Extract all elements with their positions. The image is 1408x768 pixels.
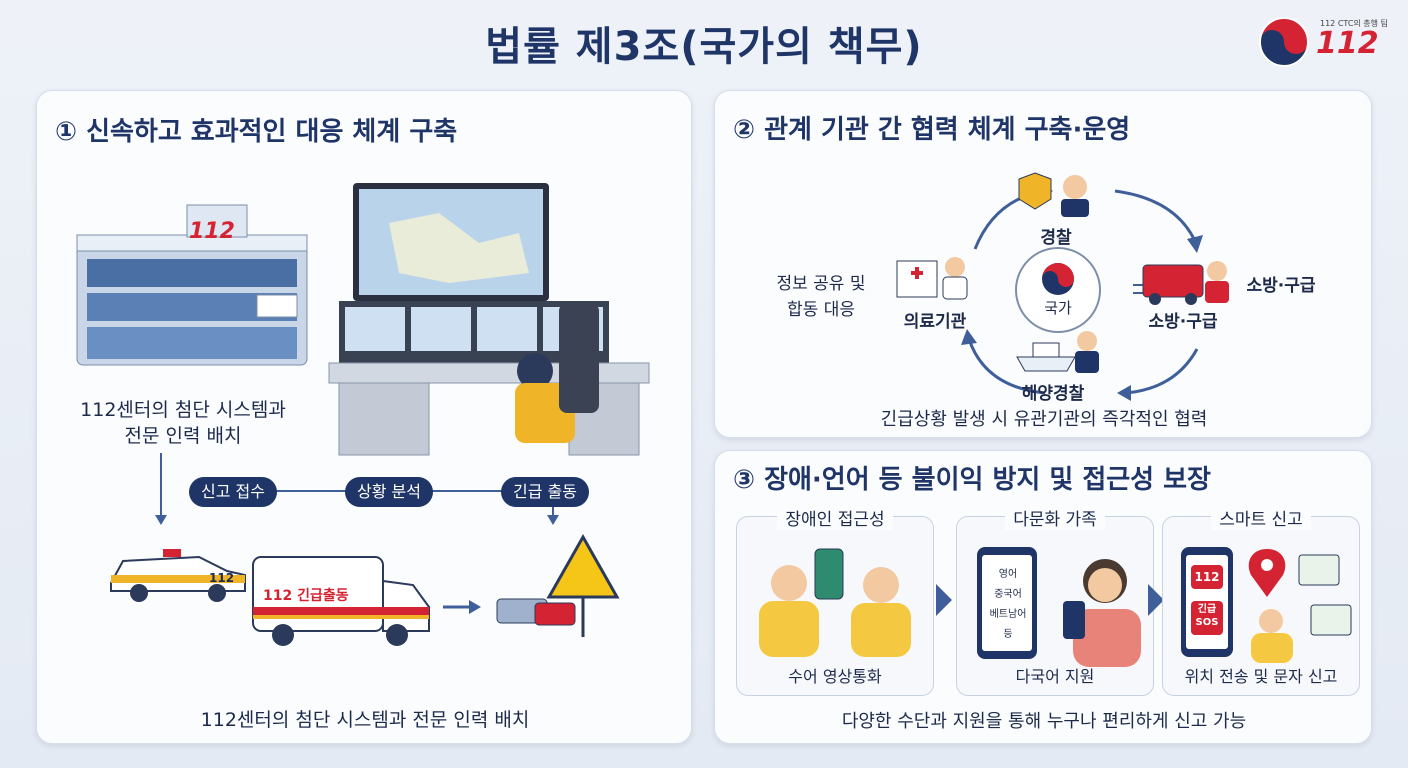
step-situation-analysis: 상황 분석 [345,477,433,507]
taegeuk-emblem-icon [1259,17,1309,67]
panel-agency-cooperation: ② 관계 기관 간 협력 체계 구축·운영 국가 경찰 소방·구급 소방·구급 [714,90,1372,438]
sign-language-video-call-icon [759,548,911,657]
card-multicultural-family: 다문화 가족 영어 중국어 베트남어 등 다국어 지원 [956,510,1154,696]
panel2-bottom-caption: 긴급상황 발생 시 유관기관의 즉각적인 협력 [880,409,1208,430]
node-fire-label: 소방·구급 [1148,312,1218,332]
node-medical-label: 의료기관 [903,312,967,332]
panel3-bottom-caption: 다양한 수단과 지원을 통해 누구나 편리하게 신고 가능 [841,711,1247,732]
police-car-illustration [110,549,246,602]
panel2-title: ② 관계 기관 간 협력 체계 구축·운영 [733,115,1131,145]
language-chinese: 중국어 [994,589,1022,600]
side-note-line1: 정보 공유 및 [776,274,866,294]
ambulance-label: 112 긴급출동 [263,588,349,604]
phone-112-button: 112 [1194,570,1220,584]
language-etc: 등 [1003,629,1013,640]
control-room-operator-illustration [328,183,650,456]
smart-phone-icon [1181,547,1233,657]
logo-112: 112 [1316,26,1379,61]
card2-caption: 다국어 지원 [1015,667,1095,686]
location-pin-person-icon [1248,549,1352,663]
page-title: 법률 제3조(국가의 책무) [485,24,923,70]
fire-side-label: 소방·구급 [1246,276,1316,296]
panel-rapid-response: ① 신속하고 효과적인 대응 체계 구축 112 112센터의 첨단 시스템과 … [36,90,692,744]
coast-guard-ship-icon [1016,331,1099,373]
card-arrow-2-icon [1148,584,1164,616]
card-arrow-1-icon [936,584,952,616]
building-112-sign: 112 [189,219,235,244]
node-coast-guard-label: 해양경찰 [1021,384,1085,404]
ambulance-illustration [252,556,430,646]
national-center-emblem [1015,247,1101,333]
woman-with-phone-icon [1063,559,1141,667]
112-center-building-illustration [76,204,308,366]
police-car-label: 112 [209,571,235,585]
step-emergency-dispatch: 긴급 출동 [501,477,589,507]
panel1-title: ① 신속하고 효과적인 대응 체계 구축 [55,117,458,147]
card3-title: 스마트 신고 [1211,510,1311,530]
logo-subtitle: 112 CTC의 총행 팀 [1320,19,1388,28]
node-police-label: 경찰 [1040,228,1072,248]
police-badge-officer-icon [1018,172,1089,217]
card2-title: 다문화 가족 [1005,510,1105,530]
panel1-bottom-caption: 112센터의 첨단 시스템과 전문 인력 배치 [200,709,530,731]
phone-sos-button: 긴급 SOS [1195,604,1219,628]
card1-caption: 수어 영상통화 [788,667,882,686]
step-report-received: 신고 접수 [189,477,277,507]
card-disability-access: 장애인 접근성 수어 영상통화 [736,510,934,696]
panel3-title: ③ 장애·언어 등 불이익 방지 및 접근성 보장 [733,465,1211,495]
left-caption-line2: 전문 인력 배치 [124,425,242,447]
police-112-logo: 112 CTC의 총행 팀 112 [1258,14,1388,70]
card1-title: 장애인 접근성 [777,510,893,530]
language-vietnamese: 베트남어 [989,609,1027,620]
center-state-label: 국가 [1044,299,1072,317]
accident-scene-icon [496,533,620,637]
language-english: 영어 [998,569,1018,580]
fire-truck-firefighter-icon [1142,261,1229,305]
multilingual-phone-icon [977,547,1037,659]
hospital-doctor-icon [896,257,968,300]
card3-caption: 위치 전송 및 문자 신고 [1184,667,1338,686]
dispatch-arrow-icon [443,600,481,614]
left-caption-line1: 112센터의 첨단 시스템과 [80,399,286,421]
side-note-line2: 합동 대응 [787,300,855,320]
language-list: 영어 중국어 베트남어 등 [987,565,1029,645]
card-smart-report: 스마트 신고 112 긴급 SOS 위치 전송 및 문자 신고 [1162,510,1360,696]
